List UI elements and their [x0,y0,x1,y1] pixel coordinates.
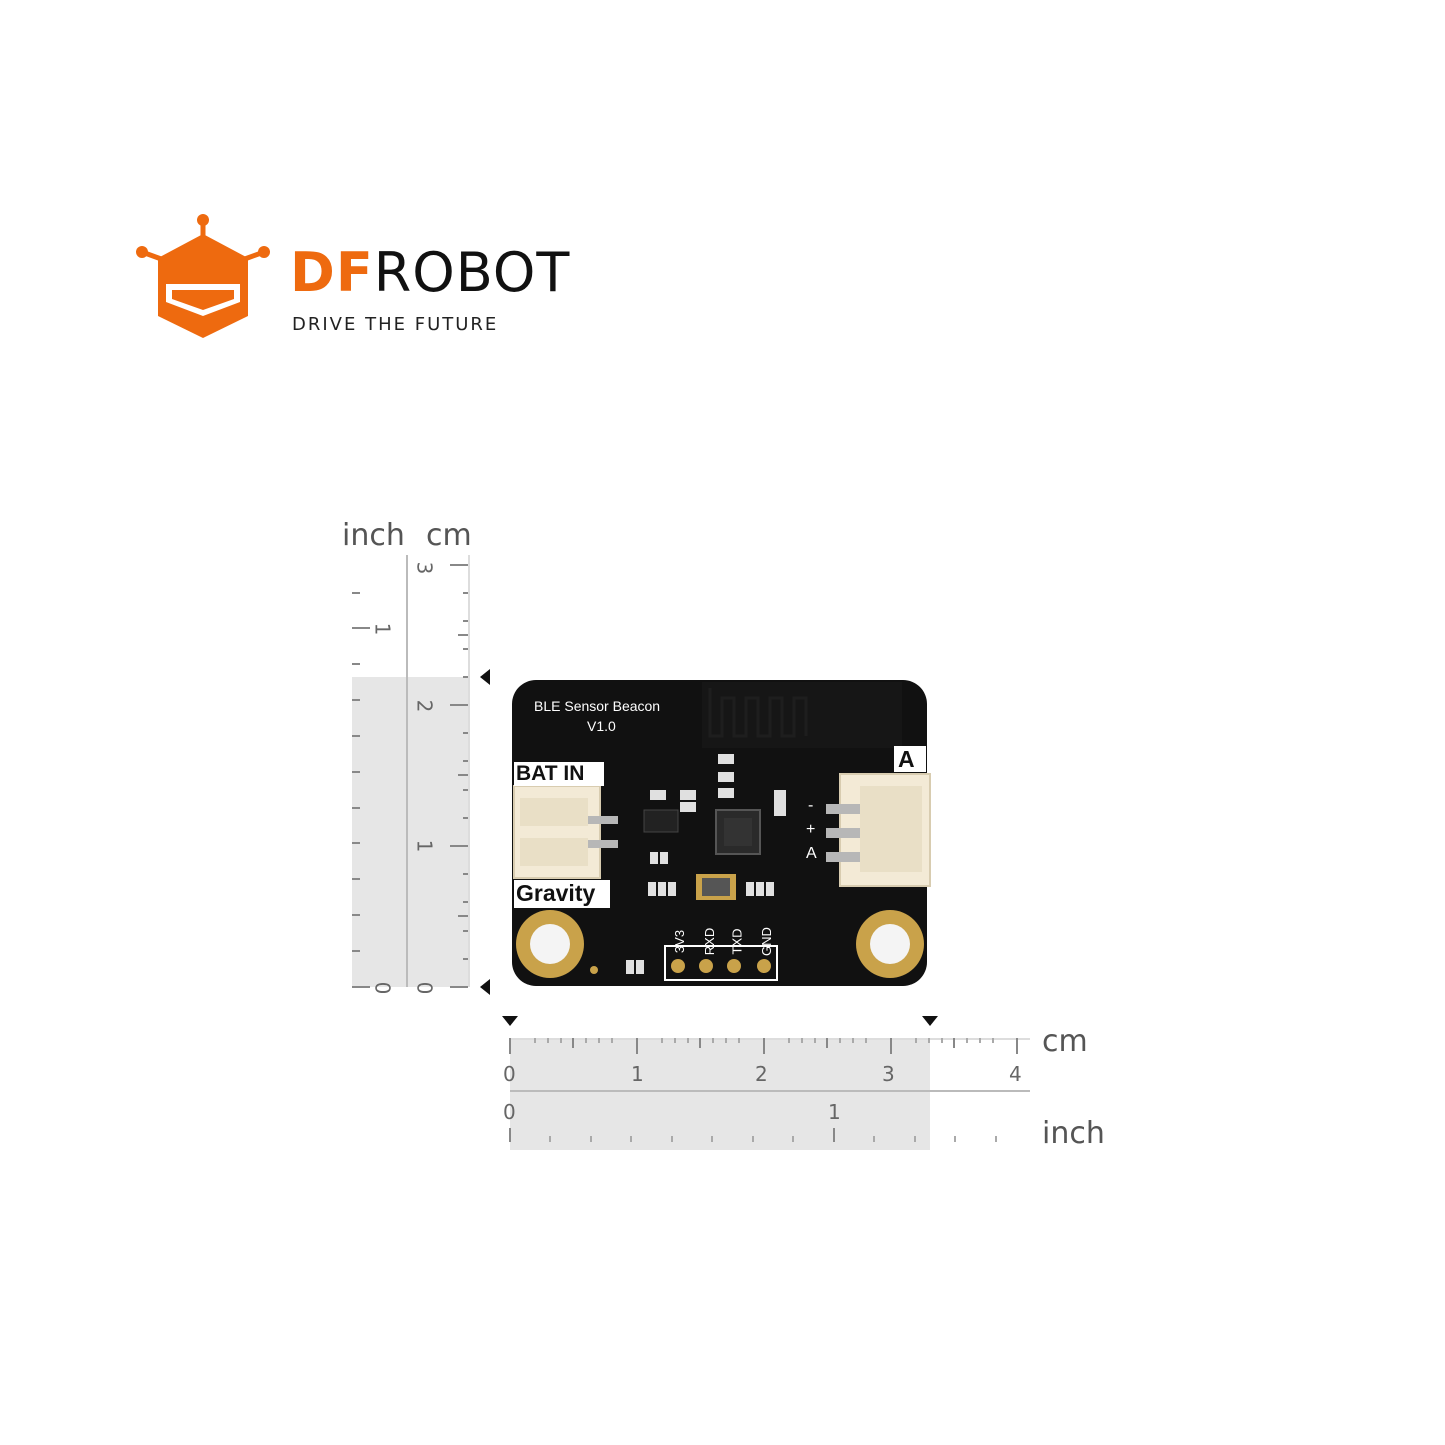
vruler-cm-label-1: 1 [412,839,437,853]
board-version: V1.0 [587,718,616,734]
board-title: BLE Sensor Beacon [534,698,661,714]
vruler-inch-label-1: 1 [370,622,395,636]
vertical-ruler [352,555,490,995]
header-pin-txd: TXD [729,928,745,955]
ble-sensor-beacon-board [512,680,931,986]
brand-prefix: DF [290,241,374,304]
vertical-ruler-unit-cm: cm [426,518,472,553]
horizontal-ruler [502,1016,1030,1150]
label-bat-in: BAT IN [516,762,585,785]
hruler-cm-label-2: 2 [755,1062,768,1086]
header-pin-rxd: RXD [702,927,718,956]
vruler-cm-label-0: 0 [412,981,437,995]
vruler-cm-label-2: 2 [412,699,437,713]
pin-label-a: A [806,845,817,862]
hruler-cm-label-3: 3 [882,1062,895,1086]
vertical-ruler-unit-inch: inch [342,518,405,553]
dfrobot-logo-icon [136,214,270,338]
header-pin-3v3: 3V3 [672,929,688,954]
vruler-inch-label-0: 0 [370,981,395,995]
hruler-cm-label-0: 0 [503,1062,516,1086]
horizontal-ruler-unit-cm: cm [1042,1024,1088,1059]
hruler-cm-label-1: 1 [631,1062,644,1086]
hruler-cm-label-4: 4 [1009,1062,1022,1086]
hruler-inch-label-0: 0 [503,1100,516,1124]
horizontal-ruler-unit-inch: inch [1042,1116,1105,1151]
hruler-inch-label-1: 1 [828,1100,841,1124]
brand-tagline: DRIVE THE FUTURE [292,314,499,335]
label-port-a: A [898,746,915,772]
brand-name: DFROBOT [290,246,570,300]
pin-label-plus: + [806,821,816,838]
brand-suffix: ROBOT [373,241,571,304]
label-gravity: Gravity [516,880,596,906]
vruler-cm-label-3: 3 [412,561,437,575]
pin-label-minus: - [808,797,814,814]
header-pin-gnd: GND [758,927,774,956]
